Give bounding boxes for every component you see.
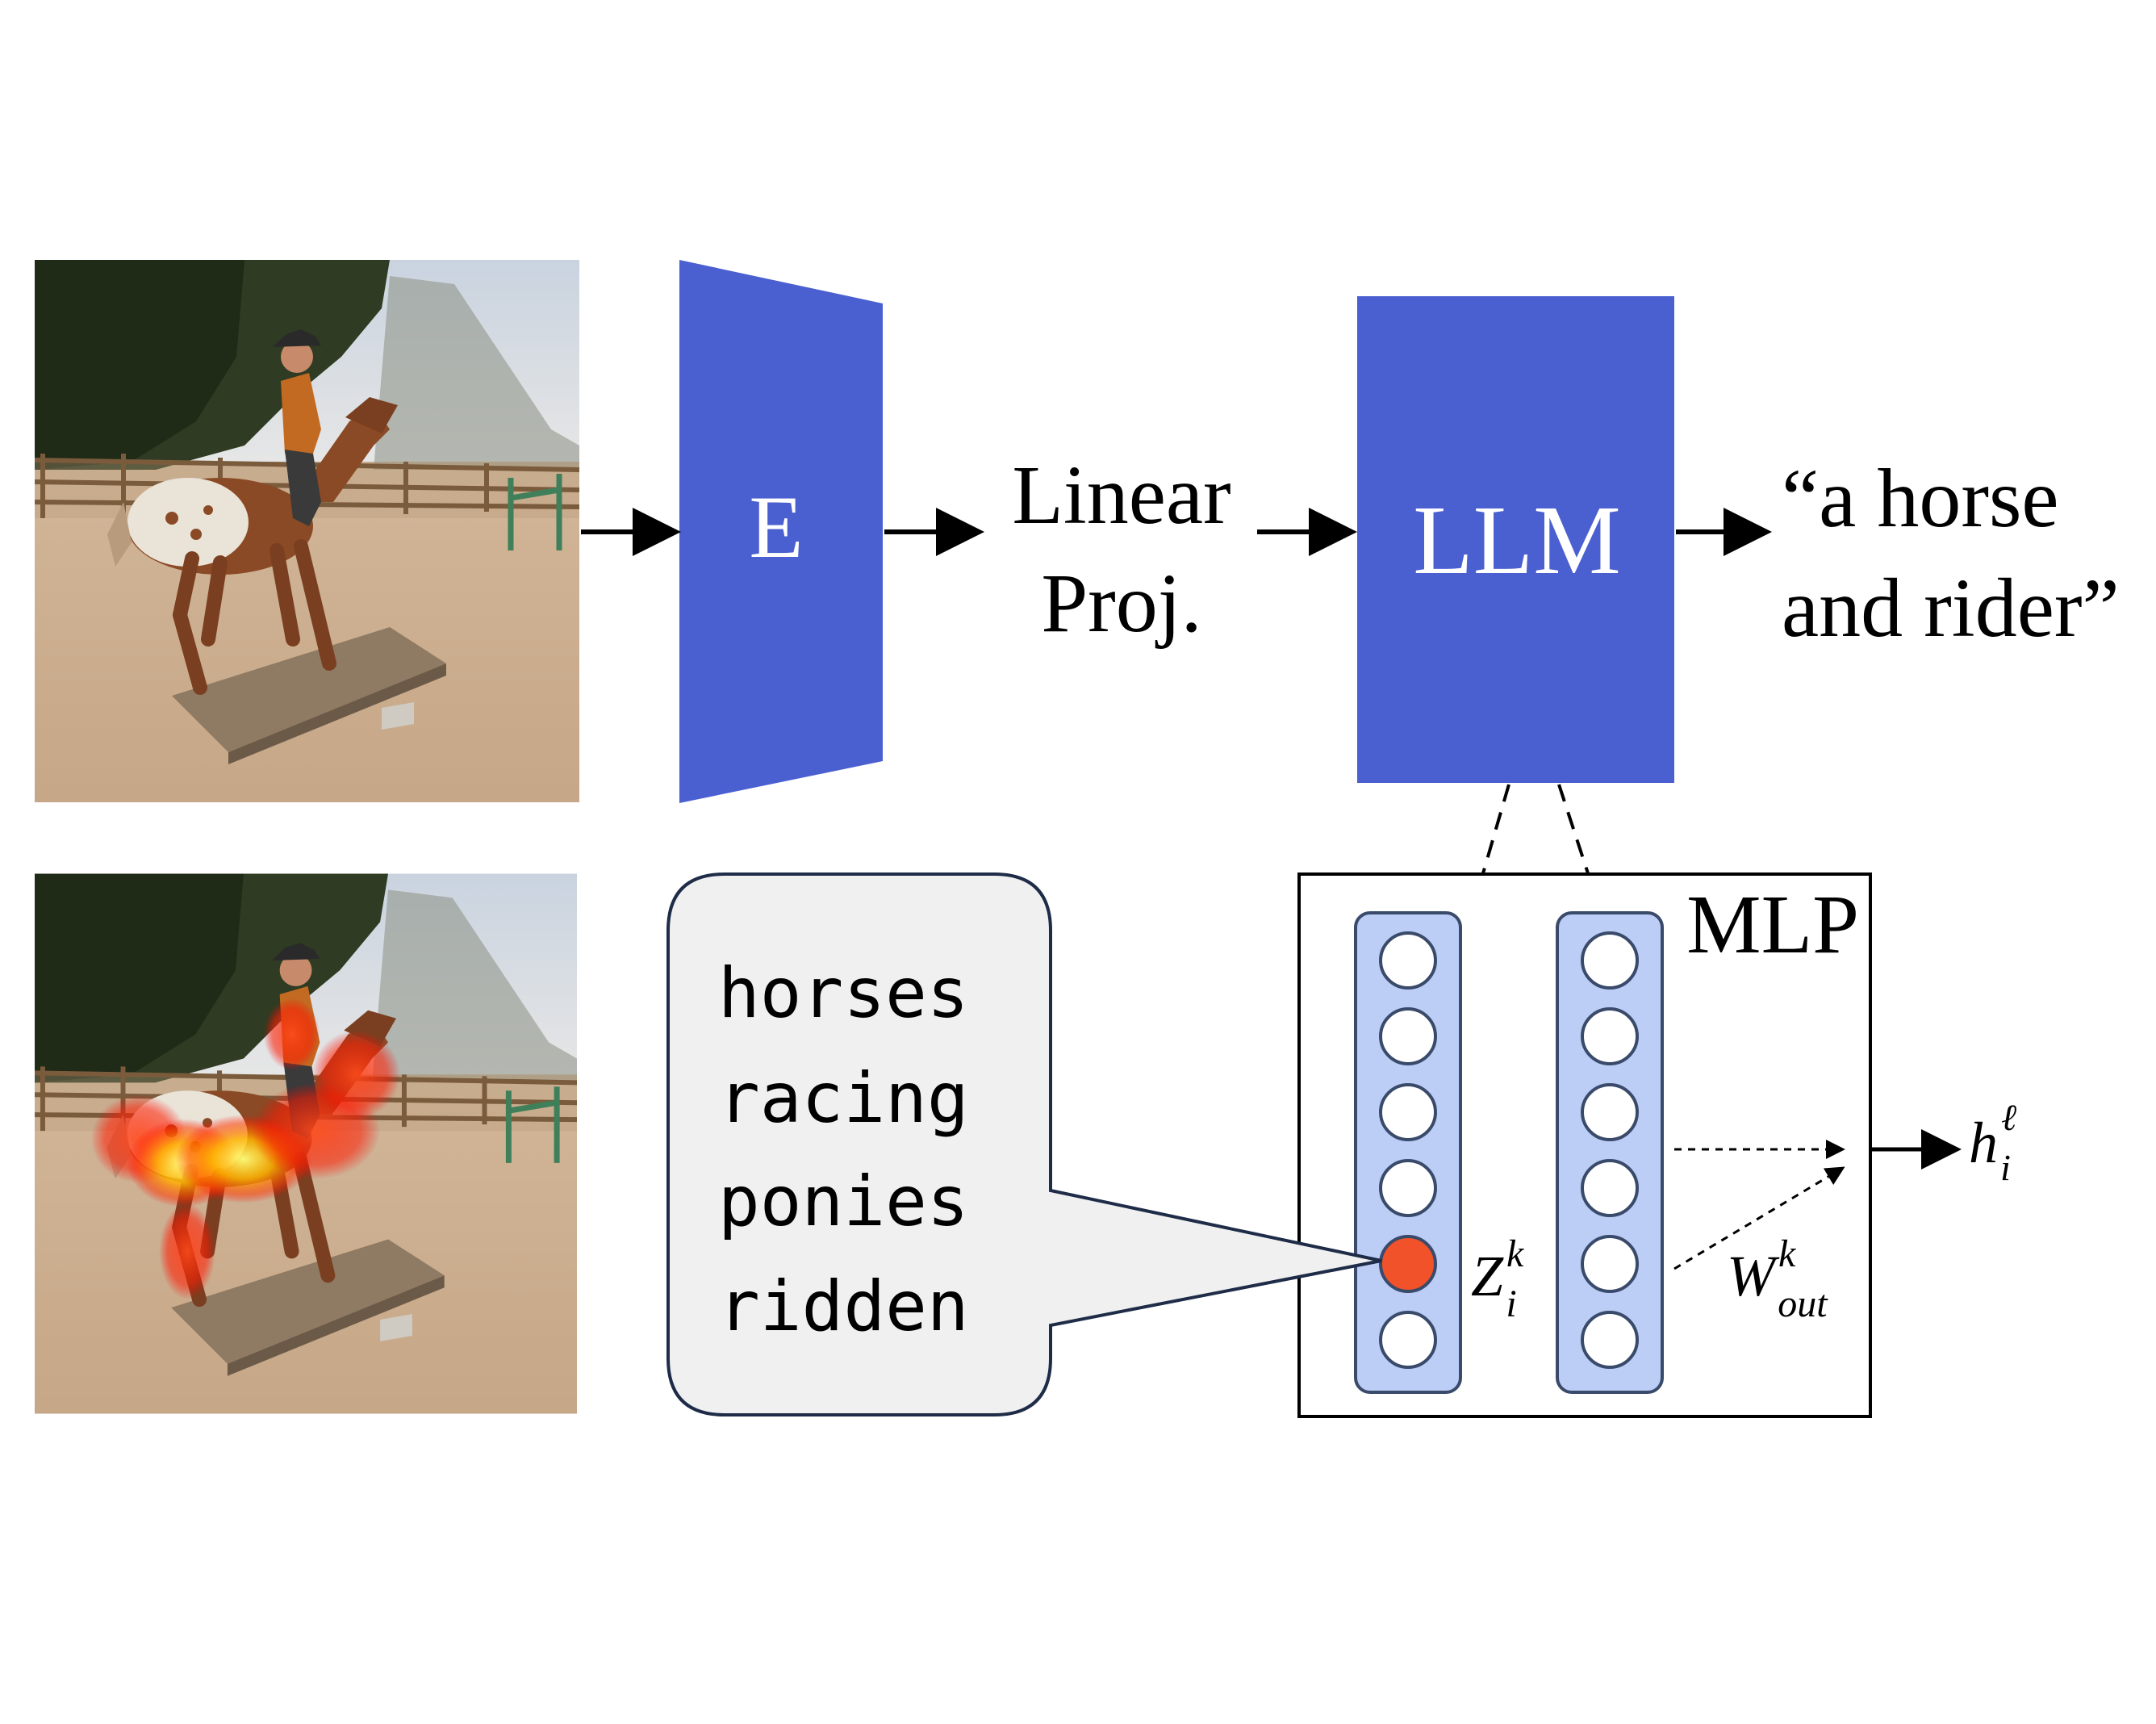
neuron-highlighted	[1379, 1235, 1437, 1293]
h-label-base: h	[1969, 1111, 1998, 1175]
neuron	[1581, 1007, 1639, 1065]
heatmap-photo-bottom	[35, 873, 577, 1413]
projection-label-line2: Proj.	[1041, 557, 1201, 650]
z-label-base: Z	[1471, 1244, 1504, 1308]
activation-heatmap	[90, 998, 400, 1300]
neuron	[1379, 1083, 1437, 1141]
neuron	[1379, 1159, 1437, 1217]
llm-label: LLM	[1413, 486, 1621, 595]
callout-word: racing	[718, 1058, 969, 1139]
callout-word: horses	[718, 953, 969, 1034]
neuron	[1581, 1083, 1639, 1141]
projection-label-line1: Linear	[1012, 449, 1231, 542]
w-label: W k out	[1727, 1232, 1828, 1325]
neuron	[1379, 1311, 1437, 1369]
h-label-sup: ℓ	[2001, 1097, 2017, 1138]
output-caption-line1: “a horse	[1782, 452, 2059, 545]
llm-block: LLM	[1357, 296, 1674, 783]
z-label-sub: i	[1506, 1283, 1516, 1325]
callout-word: ponies	[718, 1161, 969, 1242]
w-label-sup: k	[1778, 1232, 1797, 1275]
input-photo-top	[35, 260, 579, 802]
callout-bubble: horses racing ponies ridden	[666, 872, 1382, 1416]
neuron	[1379, 931, 1437, 990]
z-label-sup: k	[1506, 1232, 1525, 1275]
z-label: Z k i	[1471, 1232, 1527, 1325]
neurons-right	[1581, 931, 1639, 1369]
dotted-arrow-diagonal	[1673, 1166, 1845, 1270]
neuron	[1581, 931, 1639, 990]
neuron	[1379, 1007, 1437, 1065]
neurons-left	[1379, 931, 1437, 1369]
encoder-block: E	[679, 260, 883, 803]
h-label: h ℓ i	[1969, 1097, 2020, 1188]
mlp-box: MLP Z k i W k out	[1297, 872, 1872, 1418]
callout-word: ridden	[718, 1266, 969, 1347]
encoder-label: E	[749, 478, 803, 576]
neuron	[1581, 1311, 1639, 1369]
w-label-base: W	[1727, 1244, 1780, 1308]
neuron	[1581, 1159, 1639, 1217]
zoom-lines	[1481, 784, 1590, 874]
h-label-sub: i	[2000, 1147, 2011, 1188]
mlp-label: MLP	[1686, 878, 1859, 971]
neuron	[1581, 1235, 1639, 1293]
w-label-sub: out	[1778, 1283, 1828, 1325]
output-caption-line2: and rider”	[1782, 562, 2120, 655]
